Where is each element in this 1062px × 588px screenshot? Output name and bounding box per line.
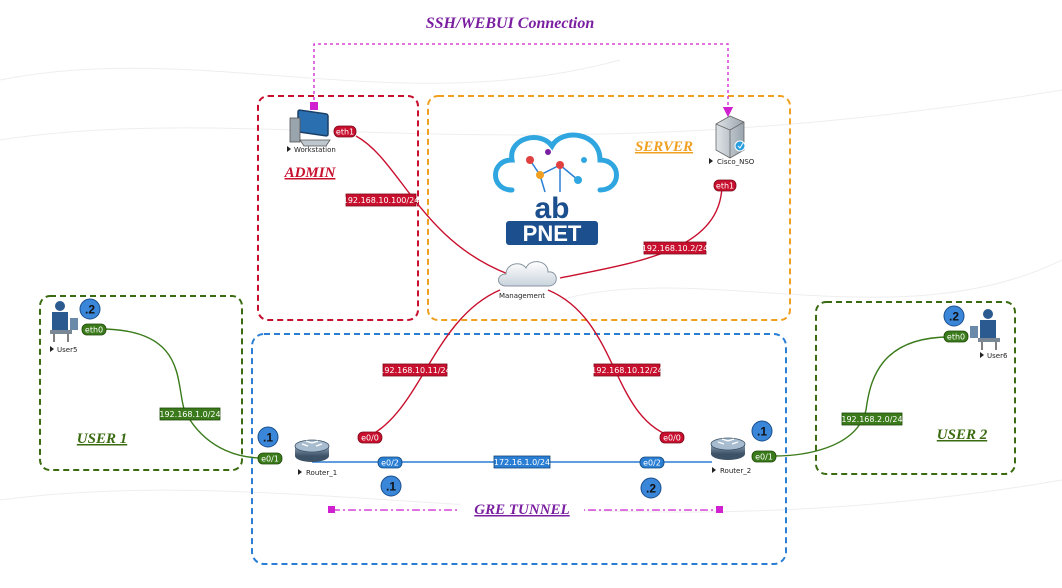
server-icon bbox=[715, 115, 746, 159]
workstation-label: Workstation bbox=[294, 146, 336, 154]
svg-text:192.168.10.11/24: 192.168.10.11/24 bbox=[379, 366, 450, 375]
svg-text:192.168.1.0/24: 192.168.1.0/24 bbox=[159, 410, 220, 419]
workstation-node[interactable]: Workstation bbox=[287, 109, 336, 154]
iface-tag-ws-eth1: eth1 bbox=[333, 125, 357, 138]
svg-text:eth1: eth1 bbox=[716, 182, 734, 191]
svg-text:192.168.2.0/24: 192.168.2.0/24 bbox=[841, 415, 902, 424]
subnet-label-r1-mgmt: 192.168.10.11/24 bbox=[379, 363, 451, 377]
cisco-nso-node[interactable]: Cisco_NSO bbox=[709, 115, 755, 166]
ip-bubble-r1-tun: .1 bbox=[380, 475, 402, 497]
iface-tag-r2-e00: e0/0 bbox=[659, 431, 685, 444]
ssh-webui-connector bbox=[310, 43, 734, 118]
subnet-label-tunnel: 172.16.1.0/24 bbox=[493, 455, 551, 469]
svg-text:e0/1: e0/1 bbox=[261, 455, 279, 464]
subnet-label-nso: 192.168.10.2/24 bbox=[642, 241, 708, 255]
zone-admin-title: ADMIN bbox=[284, 165, 337, 181]
link-user6-router2 bbox=[773, 336, 951, 457]
svg-text:.2: .2 bbox=[949, 310, 959, 324]
subnet-label-lan2: 192.168.2.0/24 bbox=[841, 412, 903, 426]
zone-user2-box bbox=[815, 301, 1016, 475]
svg-text:e0/1: e0/1 bbox=[755, 453, 773, 462]
subnet-label-ws: 192.168.10.100/24 bbox=[343, 193, 420, 207]
zone-gre-title: GRE TUNNEL bbox=[474, 502, 569, 518]
zone-user1-title: USER 1 bbox=[77, 431, 127, 447]
svg-text:.1: .1 bbox=[386, 480, 396, 494]
management-label: Management bbox=[499, 292, 545, 300]
svg-text:eth0: eth0 bbox=[85, 326, 103, 335]
pnet-logo-text: PNET bbox=[523, 221, 582, 246]
workstation-icon bbox=[289, 109, 331, 147]
ip-bubble-r2-lan: .1 bbox=[751, 420, 773, 442]
subnet-label-r2-mgmt: 192.168.10.12/24 bbox=[591, 363, 663, 377]
management-node[interactable]: Management bbox=[498, 261, 557, 300]
router-icon bbox=[294, 439, 330, 462]
svg-text:eth0: eth0 bbox=[947, 333, 965, 342]
user5-label: User5 bbox=[57, 346, 77, 354]
svg-text:e0/2: e0/2 bbox=[381, 459, 399, 468]
svg-text:e0/0: e0/0 bbox=[361, 434, 379, 443]
router1-label: Router_1 bbox=[306, 469, 337, 477]
zone-user2-title: USER 2 bbox=[937, 427, 988, 443]
ip-bubble-user6: .2 bbox=[943, 305, 965, 327]
gre-tunnel-line bbox=[328, 496, 723, 520]
svg-text:192.168.10.2/24: 192.168.10.2/24 bbox=[642, 244, 708, 253]
pnet-logo: ab PNET bbox=[493, 132, 619, 246]
svg-text:.2: .2 bbox=[85, 303, 95, 317]
cloud-icon bbox=[498, 261, 557, 287]
router1-node[interactable]: Router_1 bbox=[294, 439, 337, 477]
zone-admin-box bbox=[257, 95, 419, 321]
iface-tag-r1-e00: e0/0 bbox=[357, 431, 383, 444]
svg-text:.2: .2 bbox=[646, 482, 656, 496]
cisco-nso-label: Cisco_NSO bbox=[717, 158, 755, 166]
iface-tag-user5-eth0: eth0 bbox=[81, 323, 107, 336]
router-icon bbox=[710, 437, 746, 460]
svg-text:192.168.10.12/24: 192.168.10.12/24 bbox=[591, 366, 662, 375]
zone-gre-box bbox=[251, 333, 787, 565]
zone-user1-box bbox=[39, 295, 243, 471]
subnet-label-lan1: 192.168.1.0/24 bbox=[159, 407, 221, 421]
svg-text:.1: .1 bbox=[757, 425, 767, 439]
iface-tag-nso-eth1: eth1 bbox=[713, 179, 737, 192]
zone-server-box bbox=[427, 95, 791, 321]
pnet-logo-sub: ab bbox=[534, 192, 569, 225]
lan-links bbox=[99, 328, 951, 459]
zone-server-title: SERVER bbox=[635, 139, 693, 155]
user6-node[interactable]: User6 bbox=[970, 309, 1008, 360]
router2-node[interactable]: Router_2 bbox=[710, 437, 751, 475]
svg-text:192.168.10.100/24: 192.168.10.100/24 bbox=[343, 196, 420, 205]
svg-text:.1: .1 bbox=[263, 431, 273, 445]
svg-text:e0/0: e0/0 bbox=[663, 434, 681, 443]
svg-text:172.16.1.0/24: 172.16.1.0/24 bbox=[494, 458, 550, 467]
ip-bubble-user5: .2 bbox=[79, 298, 101, 320]
router2-label: Router_2 bbox=[720, 467, 751, 475]
svg-text:eth1: eth1 bbox=[336, 128, 354, 137]
iface-tag-r2-e01: e0/1 bbox=[751, 450, 777, 463]
user6-label: User6 bbox=[987, 352, 1008, 360]
user-person-icon bbox=[50, 301, 78, 342]
iface-tag-r2-e02: e0/2 bbox=[639, 456, 665, 469]
svg-text:e0/2: e0/2 bbox=[643, 459, 661, 468]
iface-tag-user6-eth0: eth0 bbox=[943, 330, 969, 343]
iface-tag-r1-e02: e0/2 bbox=[377, 456, 403, 469]
diagram-title: SSH/WEBUI Connection bbox=[426, 15, 595, 32]
user-person-icon bbox=[970, 309, 1000, 350]
ip-bubble-r2-tun: .2 bbox=[640, 477, 662, 499]
iface-tag-r1-e01: e0/1 bbox=[257, 452, 283, 465]
ip-bubble-r1-lan: .1 bbox=[257, 426, 279, 448]
user5-node[interactable]: User5 bbox=[50, 301, 78, 354]
